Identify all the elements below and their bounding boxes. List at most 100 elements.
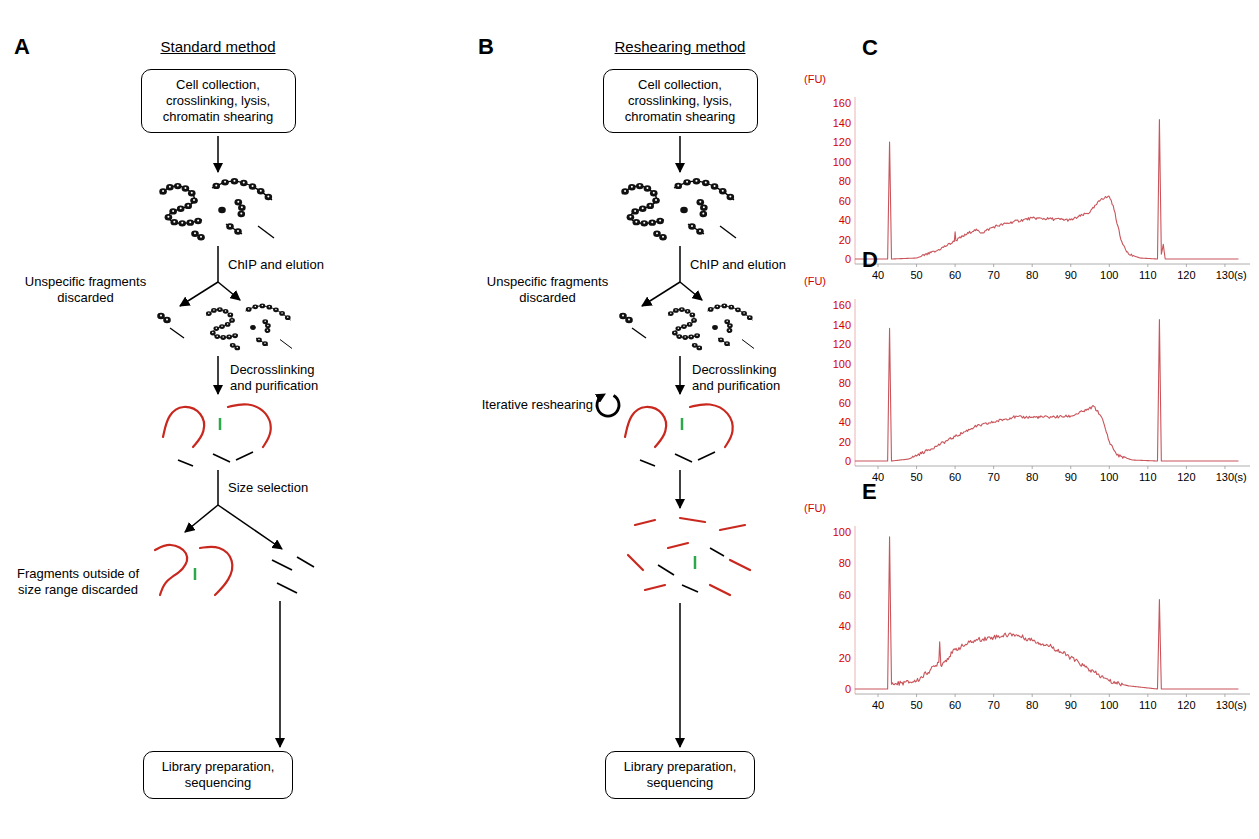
dna-green xyxy=(694,556,697,569)
electropherogram-trace xyxy=(855,537,1239,689)
x-tick xyxy=(1224,694,1225,697)
nucleosome xyxy=(724,319,730,324)
chart-label: E xyxy=(862,478,892,506)
nucleosome-highlight xyxy=(729,325,731,327)
nucleosome-highlight xyxy=(717,306,719,308)
nucleosome xyxy=(682,335,688,340)
nucleosome-highlight xyxy=(193,199,195,201)
dna-red xyxy=(228,404,271,447)
dna-black xyxy=(640,460,655,466)
chart-label: 160 xyxy=(817,96,851,110)
dna-red xyxy=(668,543,688,548)
electropherogram-trace xyxy=(855,120,1239,259)
x-tick xyxy=(1147,466,1148,469)
nucleosome xyxy=(249,183,257,189)
chart-label: 110 xyxy=(1133,698,1163,712)
chart-label: (s) xyxy=(1234,698,1254,712)
nucleosome-highlight xyxy=(216,327,218,329)
dna-red xyxy=(645,585,665,590)
flow-arrow xyxy=(218,505,282,549)
x-axis xyxy=(855,466,1250,467)
nucleosome xyxy=(252,304,258,309)
chart-label: 70 xyxy=(979,268,1009,282)
nucleosome xyxy=(265,194,273,200)
nucleosome-highlight xyxy=(662,236,664,238)
flow-arrow xyxy=(180,282,218,306)
nucleosome xyxy=(718,337,724,342)
x-tick xyxy=(878,466,879,469)
nucleosome xyxy=(636,183,644,189)
chart-label: 100 xyxy=(1094,268,1124,282)
nucleosome-highlight xyxy=(229,225,231,227)
nucleosome-highlight xyxy=(692,314,694,316)
nucleosome xyxy=(240,180,248,186)
dna-red xyxy=(680,518,705,522)
nucleosome xyxy=(621,188,629,194)
chart-label: 50 xyxy=(902,268,932,282)
nucleosome-highlight xyxy=(227,323,229,325)
nucleosome xyxy=(711,183,719,189)
nucleosome-highlight xyxy=(651,221,653,223)
box-text: Library preparation, sequencing xyxy=(152,759,284,792)
dna-black xyxy=(272,560,292,570)
nucleosome xyxy=(266,305,272,310)
nucleosome xyxy=(633,219,641,225)
nucleosome-highlight xyxy=(702,213,704,215)
flow-arrow xyxy=(679,136,681,172)
nucleosome-highlight xyxy=(694,344,696,346)
nucleosome xyxy=(259,304,265,309)
nucleosome xyxy=(699,211,707,217)
dna-strands xyxy=(625,404,733,466)
x-tick xyxy=(1032,466,1033,469)
nucleosome xyxy=(702,180,710,186)
nucleosome-highlight xyxy=(628,319,630,321)
flow-line xyxy=(679,246,681,282)
chart-label: 100 xyxy=(817,155,851,169)
chart-label: 20 xyxy=(817,435,851,449)
nucleosome xyxy=(659,234,667,240)
nucleosome-highlight xyxy=(243,181,245,183)
nucleosome-highlight xyxy=(267,325,269,327)
x-tick xyxy=(1224,264,1225,267)
chart-label: 60 xyxy=(940,470,970,484)
nucleosome-highlight xyxy=(690,336,692,338)
nucleosome xyxy=(219,324,225,329)
nucleosome-highlight xyxy=(670,312,672,314)
chart-label: 80 xyxy=(817,174,851,188)
nucleosome xyxy=(646,203,654,209)
x-axis xyxy=(855,694,1250,695)
chromatin-fiber xyxy=(207,310,239,338)
nucleosome-highlight xyxy=(232,344,234,346)
flow-arrow xyxy=(679,470,681,508)
nucleosome-highlight xyxy=(216,335,218,337)
nucleosome-highlight xyxy=(634,210,636,212)
nucleosome xyxy=(714,304,720,309)
nucleosome-highlight xyxy=(629,216,631,218)
nucleosome-highlight xyxy=(260,190,262,192)
chart-label: 100 xyxy=(1094,470,1124,484)
flow-arrow xyxy=(217,136,219,172)
x-tick xyxy=(1147,264,1148,267)
nucleosome-highlight xyxy=(275,309,277,311)
chromatin-illustration xyxy=(206,304,292,351)
x-tick xyxy=(916,694,917,697)
nucleosome xyxy=(693,178,701,184)
nucleosome-highlight xyxy=(221,325,223,327)
chart-label: 40 xyxy=(817,213,851,227)
chart-label: 60 xyxy=(817,588,851,602)
flow-label: Standard method xyxy=(138,38,298,57)
x-tick xyxy=(1070,264,1071,267)
nucleosome xyxy=(727,194,735,200)
chart-label: 90 xyxy=(1056,698,1086,712)
nucleosome-highlight xyxy=(681,308,683,310)
nucleosome-highlight xyxy=(675,309,677,311)
nucleosome-highlight xyxy=(237,230,239,232)
x-tick xyxy=(955,466,956,469)
dna-red xyxy=(720,525,745,530)
box-text: Library preparation, sequencing xyxy=(614,759,746,792)
x-tick xyxy=(1109,694,1110,697)
nucleosome-highlight xyxy=(705,181,707,183)
nucleosome xyxy=(648,219,656,225)
flow-line xyxy=(217,470,219,505)
chart-label: 100 xyxy=(817,525,851,539)
